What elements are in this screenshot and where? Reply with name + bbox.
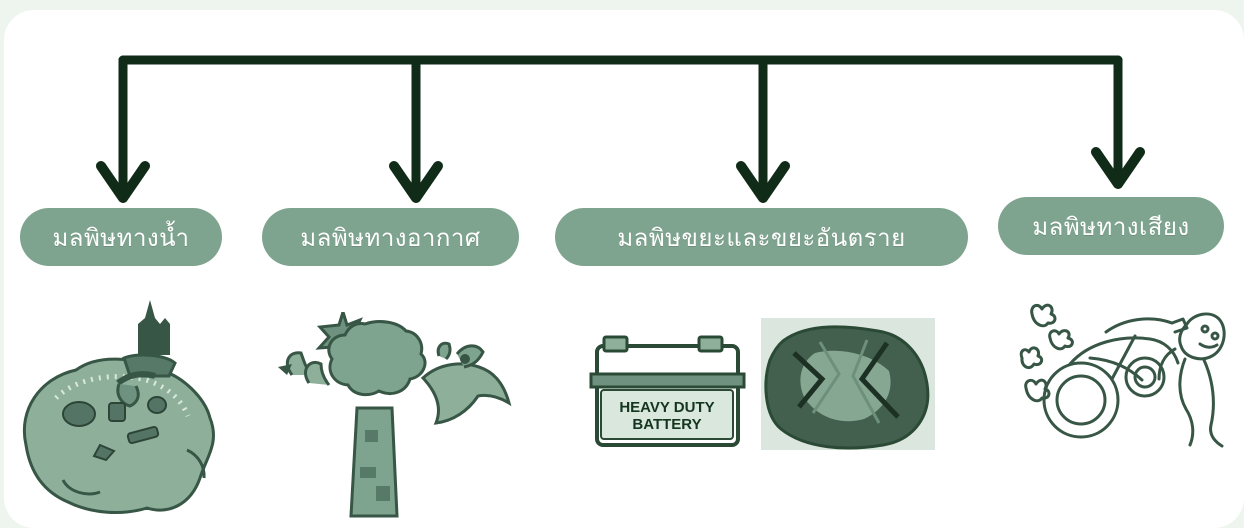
category-water-pollution: มลพิษทางน้ำ — [20, 208, 222, 266]
category-air-pollution: มลพิษทางอากาศ — [262, 208, 519, 266]
category-noise-pollution: มลพิษทางเสียง — [998, 197, 1224, 255]
category-waste-pollution: มลพิษขยะและขยะอันตราย — [555, 208, 968, 266]
diagram-frame — [4, 10, 1244, 528]
